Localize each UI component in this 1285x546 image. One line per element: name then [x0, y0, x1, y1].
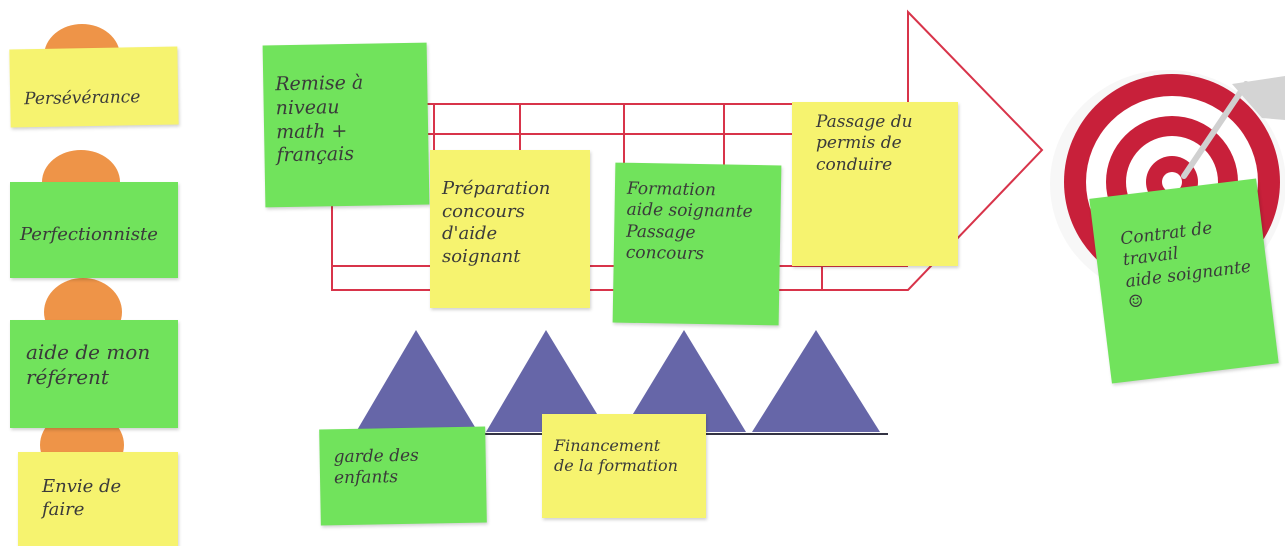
triangle — [622, 330, 746, 432]
sticky-note-aide-referent: aide de mon référent — [10, 320, 178, 428]
sticky-note-garde-des-enfants: garde des enfants — [319, 426, 487, 526]
sticky-note-remise-a-niveau: Remise à niveau math + français — [262, 42, 430, 208]
dart-icon — [1181, 76, 1285, 179]
triangle — [486, 330, 608, 432]
triangle — [752, 330, 880, 432]
sticky-note-contrat-de-travail: Contrat de travail aide soignante ☺ — [1089, 178, 1279, 384]
sticky-note-formation-aide-soignante: Formation aide soignante Passage concour… — [612, 162, 782, 326]
sticky-note-perseverance: Persévérance — [9, 46, 179, 128]
triangle — [356, 330, 478, 432]
sticky-note-preparation-concours: Préparation concours d'aide soignant — [430, 150, 590, 308]
sticky-note-financement: Financement de la formation — [542, 414, 706, 518]
sticky-note-permis-de-conduire: Passage du permis de conduire — [792, 102, 958, 266]
sticky-note-envie-de-faire: Envie de faire — [18, 452, 178, 546]
sticky-note-perfectionniste: Perfectionniste — [10, 182, 178, 278]
